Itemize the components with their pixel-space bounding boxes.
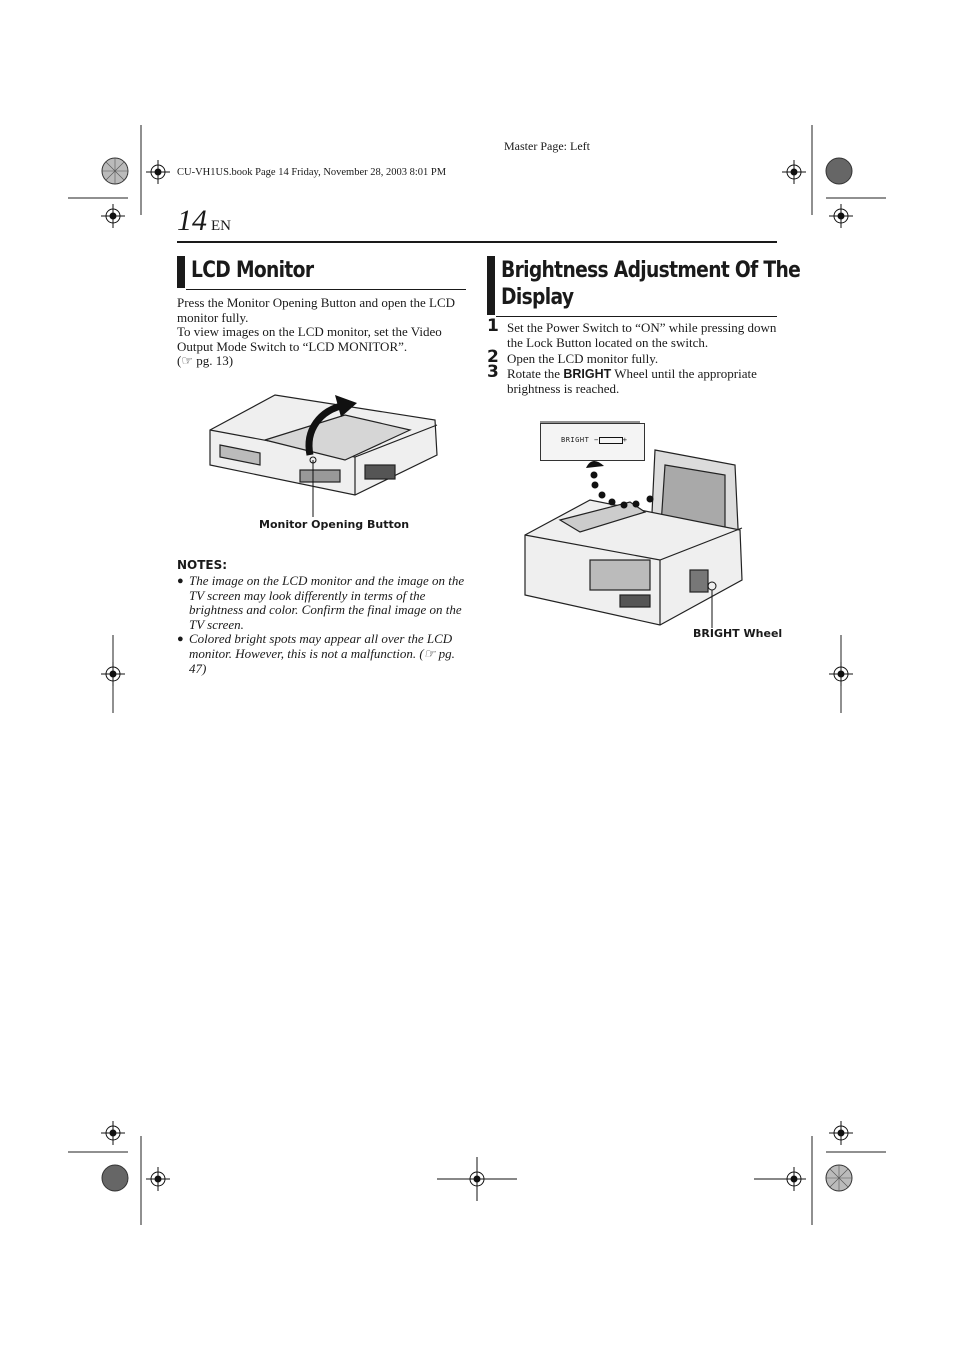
section-rule [496, 316, 777, 317]
lcd-instruction-2: To view images on the LCD monitor, set t… [177, 324, 442, 354]
section-title-line1: Brightness Adjustment Of The [501, 258, 801, 283]
note-text: The image on the LCD monitor and the ima… [189, 573, 465, 632]
bullet-icon: ● [177, 575, 184, 587]
lcd-paragraph: Press the Monitor Opening Button and ope… [177, 295, 469, 369]
figure-caption-bright-wheel: BRIGHT Wheel [693, 627, 783, 640]
lcd-instruction-1: Press the Monitor Opening Button and ope… [177, 295, 456, 325]
registration-target-icon [437, 1157, 517, 1201]
osd-bright-box: BRIGHT − + [540, 423, 645, 461]
registration-target-icon [146, 1167, 170, 1191]
step-number: 2 [487, 346, 499, 367]
page-language: EN [211, 218, 231, 234]
section-title-lcd: LCD Monitor [191, 258, 314, 283]
master-page-label: Master Page: Left [504, 139, 590, 153]
osd-slider-bar [598, 436, 623, 444]
note-text: Colored bright spots may appear all over… [189, 631, 455, 676]
osd-bright-indicator: BRIGHT − + [561, 436, 627, 444]
section-rule [186, 289, 466, 290]
print-dot-gray-icon [825, 157, 853, 185]
step-item: 3 Rotate the BRIGHT Wheel until the appro… [487, 362, 777, 397]
registration-target-icon [101, 204, 125, 228]
registration-target-icon [829, 204, 853, 228]
header-rule [177, 241, 777, 243]
notes-title: NOTES: [177, 558, 228, 572]
lcd-reference: (☞ pg. 13) [177, 353, 234, 369]
osd-plus: + [622, 436, 628, 444]
page-number-value: 14 [177, 204, 207, 237]
print-starburst-icon [101, 157, 129, 185]
registration-target-icon [782, 160, 806, 184]
bright-wheel-illustration [524, 421, 743, 628]
section-title-brightness: Brightness Adjustment Of The Display [501, 257, 801, 311]
step-text-before: Rotate the [507, 366, 564, 382]
section-title-line2: Display [501, 285, 574, 310]
step-item: 1 Set the Power Switch to “ON” while pres… [487, 316, 777, 351]
registration-target-icon [829, 662, 853, 686]
step-text-bold: BRIGHT [563, 367, 612, 382]
registration-target-icon [146, 160, 170, 184]
step-text: Set the Power Switch to “ON” while press… [507, 320, 777, 350]
section-bar [487, 256, 495, 315]
step-number: 3 [487, 362, 499, 383]
figure-caption-monitor-button: Monitor Opening Button [259, 518, 410, 531]
book-info-line: CU-VH1US.book Page 14 Friday, November 2… [177, 167, 447, 178]
osd-minus: − [594, 436, 599, 444]
registration-target-icon [101, 662, 125, 686]
step-text-after: Wheel until the appropriate brightness i… [507, 366, 757, 397]
section-bar [177, 256, 185, 288]
print-dot-gray-icon [101, 1164, 129, 1192]
registration-target-icon [754, 1167, 806, 1191]
step-item: 2 Open the LCD monitor fully. [487, 346, 777, 367]
step-text: Open the LCD monitor fully. [507, 350, 659, 366]
notes-list: ● The image on the LCD monitor and the im… [177, 573, 469, 676]
registration-target-icon [829, 1121, 853, 1145]
bullet-icon: ● [177, 633, 184, 646]
osd-bright-label: BRIGHT [561, 436, 590, 444]
print-starburst-icon [825, 1164, 853, 1192]
note-item: ● The image on the LCD monitor and the im… [177, 573, 469, 632]
monitor-open-illustration [209, 394, 438, 517]
step-number: 1 [487, 316, 499, 336]
note-item: ● Colored bright spots may appear all ove… [177, 632, 469, 676]
steps-list: 1 Set the Power Switch to “ON” while pres… [487, 316, 777, 398]
registration-target-icon [101, 1121, 125, 1145]
